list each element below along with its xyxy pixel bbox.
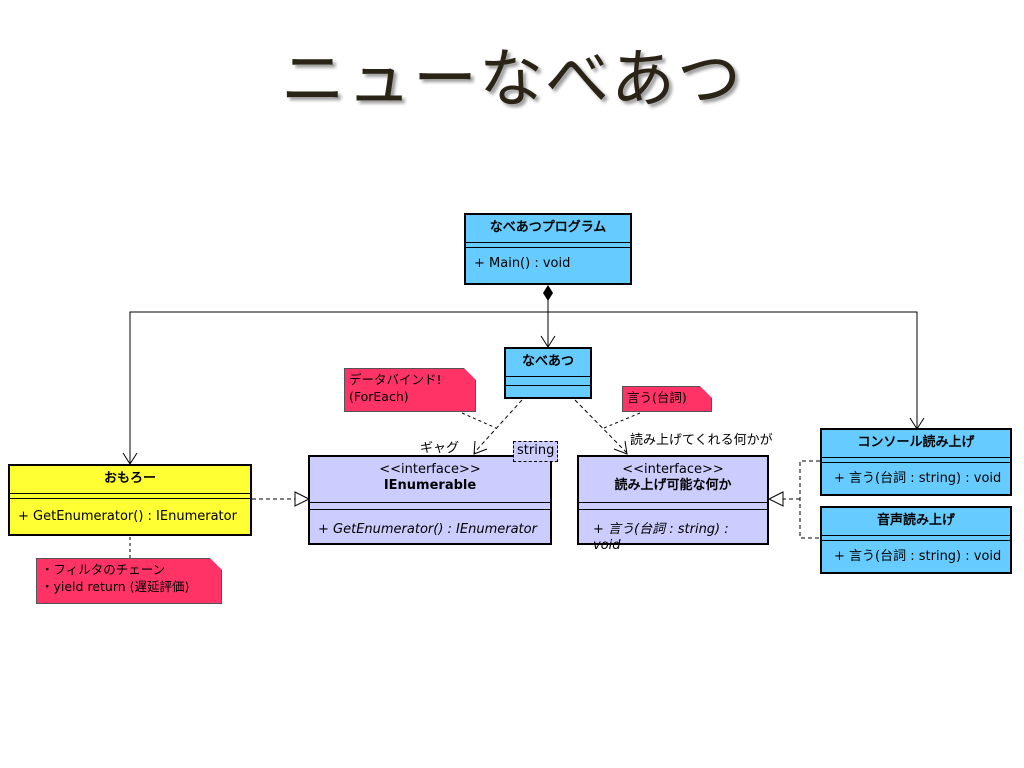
note-anchors bbox=[129, 412, 641, 558]
class-name: おもろー bbox=[103, 471, 156, 486]
note-iu: 言う(台詞) bbox=[622, 386, 712, 412]
realization-readers-readable bbox=[783, 460, 820, 539]
dependency-nabeatsu-readable bbox=[574, 399, 628, 454]
class-console-reader: コンソール読み上げ + 言う(台詞 : string) : void bbox=[820, 428, 1012, 496]
note-filter: ・フィルタのチェーン ・yield return (遅延評価) bbox=[36, 558, 222, 604]
label-gyagu: ギャグ bbox=[420, 441, 460, 456]
class-operation: + 言う(台詞 : string) : void bbox=[834, 549, 1002, 564]
class-nabeatsu-program: なべあつプログラム + Main() : void bbox=[464, 213, 632, 285]
note-line: ・yield return (遅延評価) bbox=[41, 579, 190, 594]
realization-triangle-readable bbox=[767, 491, 784, 507]
class-name: なべあつ bbox=[521, 354, 574, 369]
class-nabeatsu: なべあつ bbox=[504, 347, 592, 399]
class-operation: + Main() : void bbox=[474, 256, 571, 271]
dependency-arrow-ienumerable bbox=[473, 440, 488, 455]
interface-readable: <<interface>> 読み上げ可能な何か + 言う(台詞 : string… bbox=[577, 455, 769, 553]
composition-program-nabeatsu bbox=[540, 300, 556, 348]
realization-omoro-ienumerable bbox=[252, 491, 311, 507]
class-voice-reader: 音声読み上げ + 言う(台詞 : string) : void bbox=[820, 506, 1012, 574]
stereotype: <<interface>> bbox=[379, 462, 481, 477]
composition-diamond bbox=[543, 285, 553, 301]
interface-header: <<interface>> 読み上げ可能な何か bbox=[579, 457, 767, 502]
note-fold-icon bbox=[210, 558, 222, 570]
type-parameter: string bbox=[513, 441, 559, 462]
interface-header: <<interface>> IEnumerable bbox=[310, 457, 550, 502]
dependency-arrow-readable bbox=[613, 440, 628, 455]
note-fold-icon bbox=[700, 386, 712, 398]
interface-name: 読み上げ可能な何か bbox=[614, 478, 732, 493]
class-omoro: おもろー + GetEnumerator() : IEnumerator bbox=[8, 464, 252, 536]
interface-operation: + 言う(台詞 : string) : void bbox=[593, 522, 729, 553]
interface-ienumerable: <<interface>> IEnumerable + GetEnumerato… bbox=[308, 455, 552, 545]
class-operation: + 言う(台詞 : string) : void bbox=[834, 471, 1002, 486]
class-operation: + GetEnumerator() : IEnumerator bbox=[18, 509, 237, 524]
note-databind: データバインド! (ForEach) bbox=[344, 368, 476, 412]
stereotype: <<interface>> bbox=[622, 462, 724, 477]
page-title: ニューなべあつ bbox=[281, 43, 743, 117]
association-program-omoro bbox=[122, 311, 548, 465]
note-line: (ForEach) bbox=[349, 389, 409, 404]
association-program-console bbox=[548, 311, 925, 430]
class-name: コンソール読み上げ bbox=[857, 435, 975, 450]
note-line: 言う(台詞) bbox=[627, 390, 687, 405]
class-name: なべあつプログラム bbox=[489, 220, 607, 235]
note-line: ・フィルタのチェーン bbox=[41, 562, 166, 577]
interface-operation: + GetEnumerator() : IEnumerator bbox=[318, 522, 537, 537]
note-fold-icon bbox=[464, 368, 476, 380]
dependency-nabeatsu-ienumerable bbox=[473, 399, 523, 454]
note-line: データバインド! bbox=[349, 372, 442, 387]
label-yomiage: 読み上げてくれる何かが bbox=[630, 433, 773, 448]
class-name: 音声読み上げ bbox=[876, 513, 955, 528]
interface-name: IEnumerable bbox=[383, 478, 477, 493]
